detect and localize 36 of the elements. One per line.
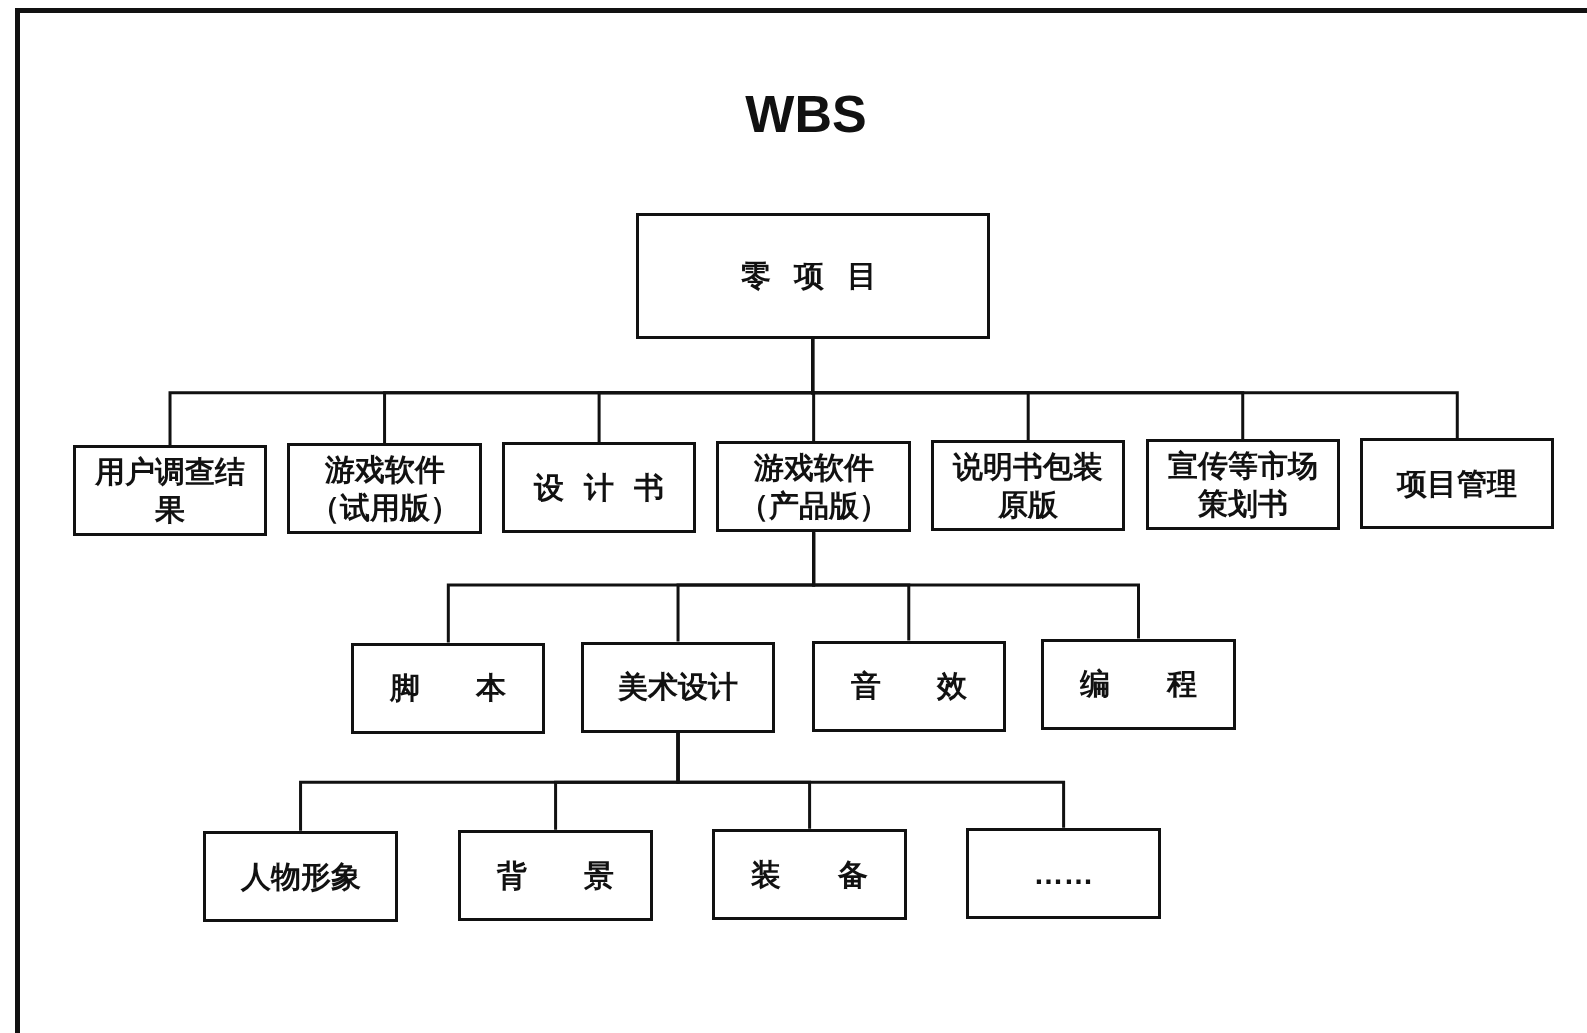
wbs-box — [1145, 439, 1340, 531]
wbs-box — [811, 640, 1006, 732]
title: WBS — [744, 88, 868, 140]
wbs-box — [966, 827, 1161, 919]
wbs-box — [203, 830, 398, 922]
box-label: 背 景 — [497, 857, 614, 894]
wbs-box — [458, 829, 653, 921]
box-label: 游戏软件（产品版） — [737, 450, 890, 524]
wbs-box — [712, 828, 907, 920]
connector-line — [811, 339, 1459, 439]
box-label: 零 项 目 — [740, 258, 885, 294]
box-label: 说明书包装原版 — [951, 449, 1105, 523]
wbs-box — [716, 441, 911, 533]
box-label: 游戏软件（试用版） — [308, 452, 461, 526]
connector-line — [812, 532, 1140, 639]
wbs-box — [931, 440, 1126, 532]
box-label: 美术设计 — [618, 669, 738, 706]
wbs-box — [501, 442, 697, 534]
wbs-box — [287, 443, 482, 535]
wbs-box — [351, 642, 546, 734]
wbs-box — [580, 641, 776, 733]
wbs-box — [72, 445, 268, 537]
wbs-box — [635, 212, 990, 339]
wbs-box — [1360, 438, 1555, 530]
wbs-box — [1041, 638, 1236, 730]
box-label: 人物形象 — [240, 858, 361, 895]
box-label: …… — [1033, 855, 1094, 892]
box-label: 装 备 — [751, 856, 868, 893]
box-label: 脚 本 — [390, 670, 507, 707]
box-label: 音 效 — [850, 668, 967, 705]
box-label: 设 计 书 — [533, 470, 665, 506]
box-label: 项目管理 — [1397, 465, 1518, 502]
box-label: 编 程 — [1080, 666, 1197, 703]
box-label: 用户调查结果 — [94, 454, 246, 528]
connector-line — [676, 732, 1066, 828]
box-label: 宣传等市场策划书 — [1166, 448, 1319, 522]
